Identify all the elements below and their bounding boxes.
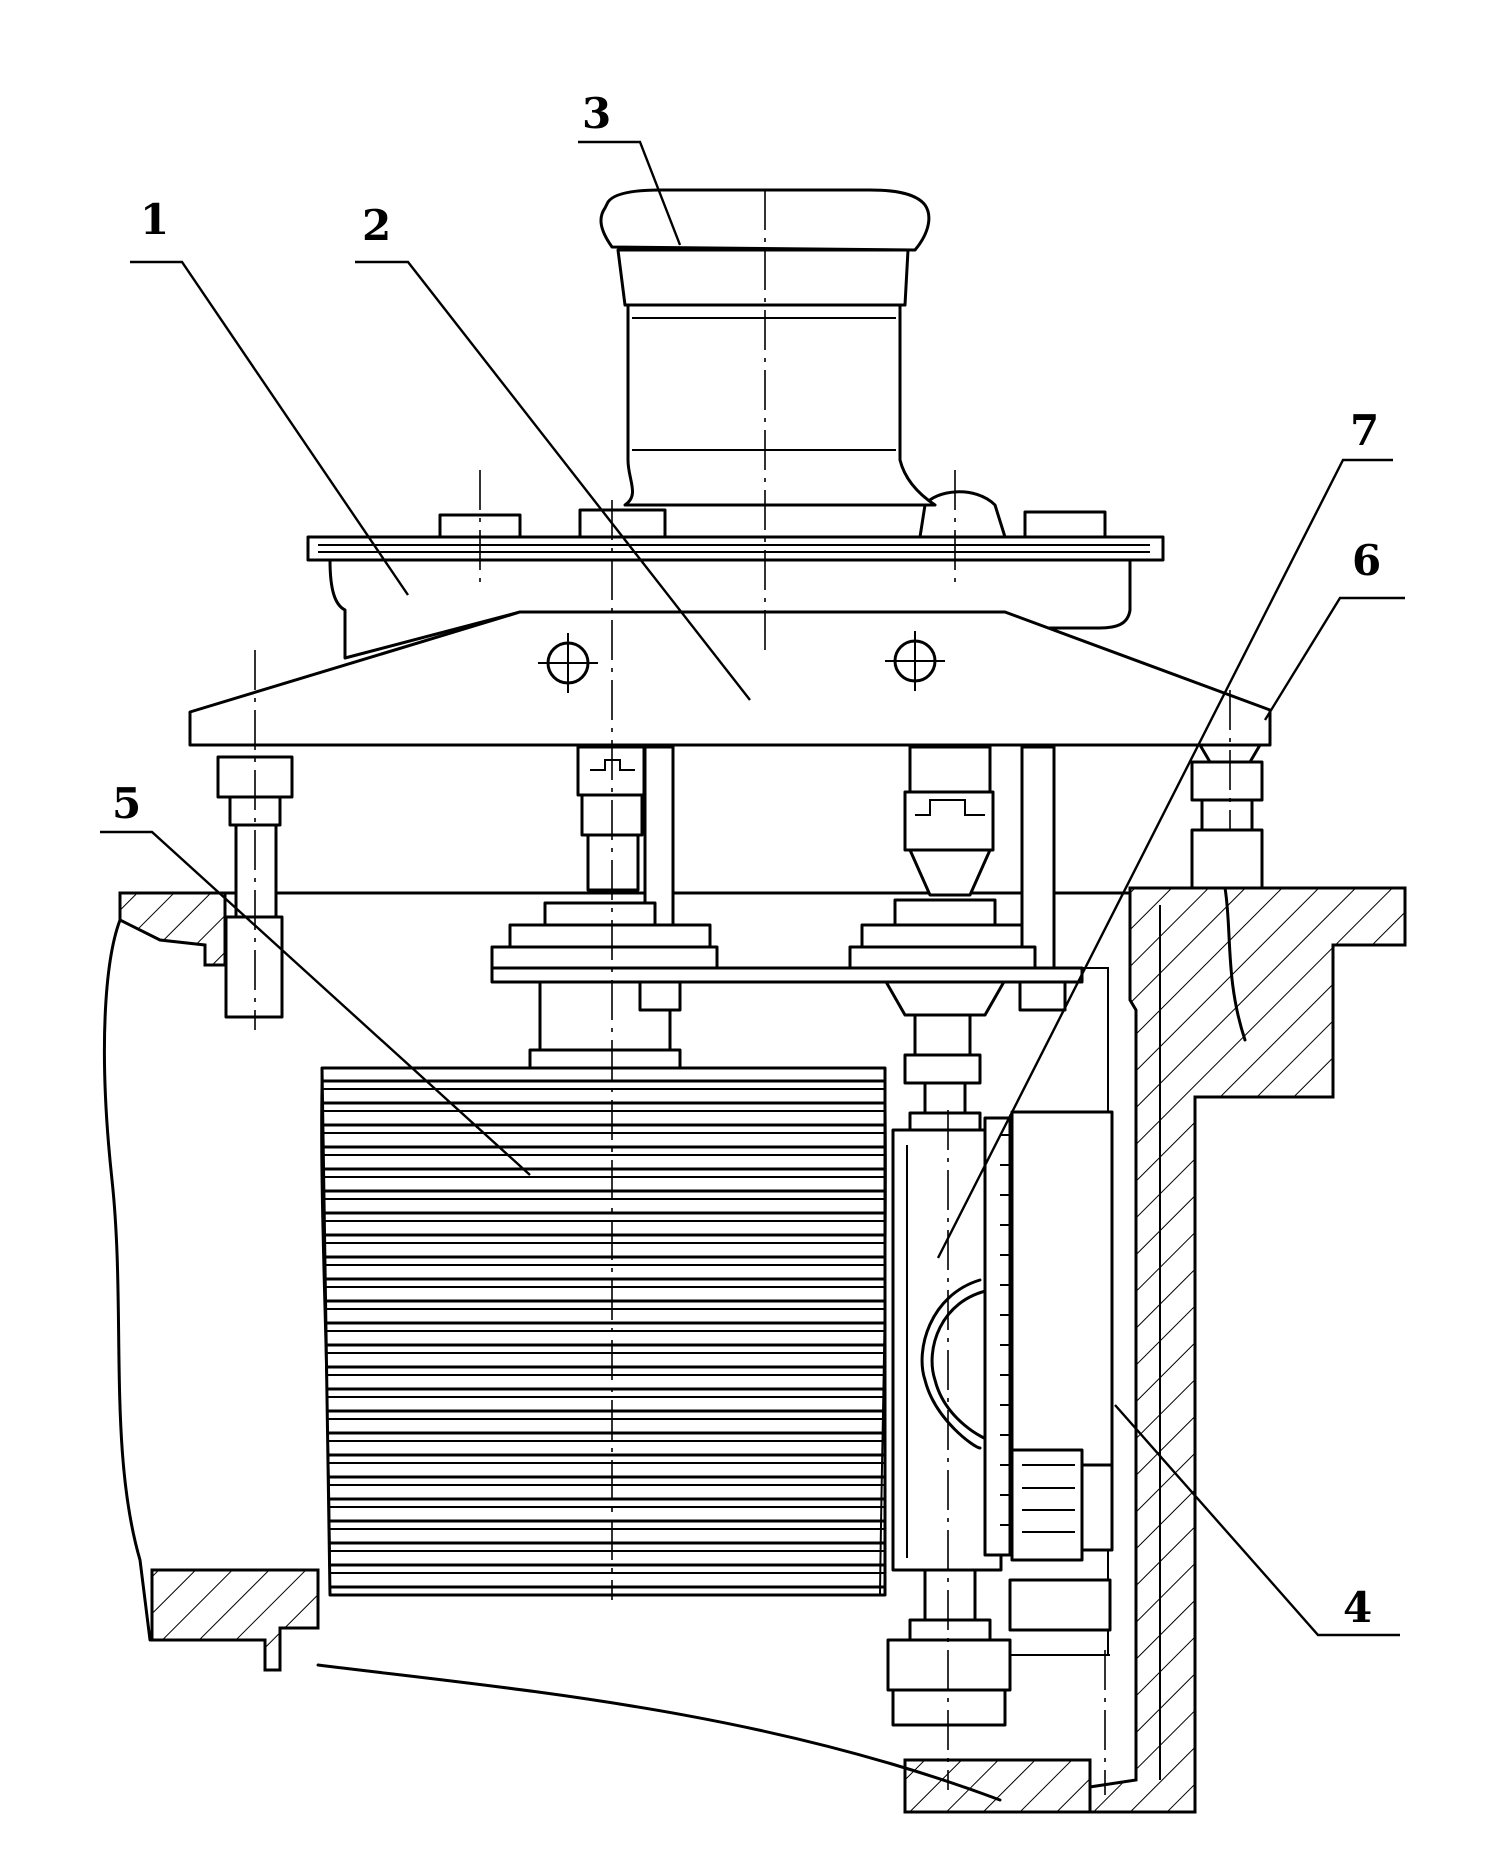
motor-part-3: [599, 188, 937, 507]
right-housing-wall: [1067, 886, 1407, 1814]
callout-labels: 1 2 3 4 5 6 7: [112, 89, 1381, 1632]
callout-2: 2: [362, 201, 391, 250]
callout-6: 6: [1352, 536, 1381, 585]
callout-4: 4: [1343, 1583, 1372, 1632]
top-cover-plate: [306, 490, 1165, 562]
callout-1: 1: [140, 195, 169, 244]
right-hanger-isolator-part-6: [1190, 743, 1264, 1042]
rotor-cylinder-part-7: [891, 1128, 1003, 1572]
center-coupling: [903, 745, 1056, 972]
callout-3: 3: [582, 89, 611, 138]
slotted-ring: [983, 1116, 1012, 1557]
ribbed-drum-part-5: [320, 1066, 887, 1597]
left-floor-block: [150, 1568, 320, 1672]
bottom-housing-floor: [903, 1758, 1092, 1814]
callout-7: 7: [1350, 406, 1379, 455]
bottom-bearing: [886, 1568, 1112, 1727]
left-deck-plate: [118, 891, 227, 967]
left-stepped-collar: [490, 901, 719, 1072]
rotor-shaft-lower: [908, 1081, 982, 1133]
callout-5: 5: [112, 779, 141, 828]
center-lines: [254, 190, 1231, 1795]
leader-lines: [100, 140, 1405, 1637]
suspension-beam-part-2: [188, 610, 1272, 747]
center-stepped-collar: [848, 898, 1037, 1085]
brush-holder-block-part-4: [1010, 1110, 1114, 1562]
